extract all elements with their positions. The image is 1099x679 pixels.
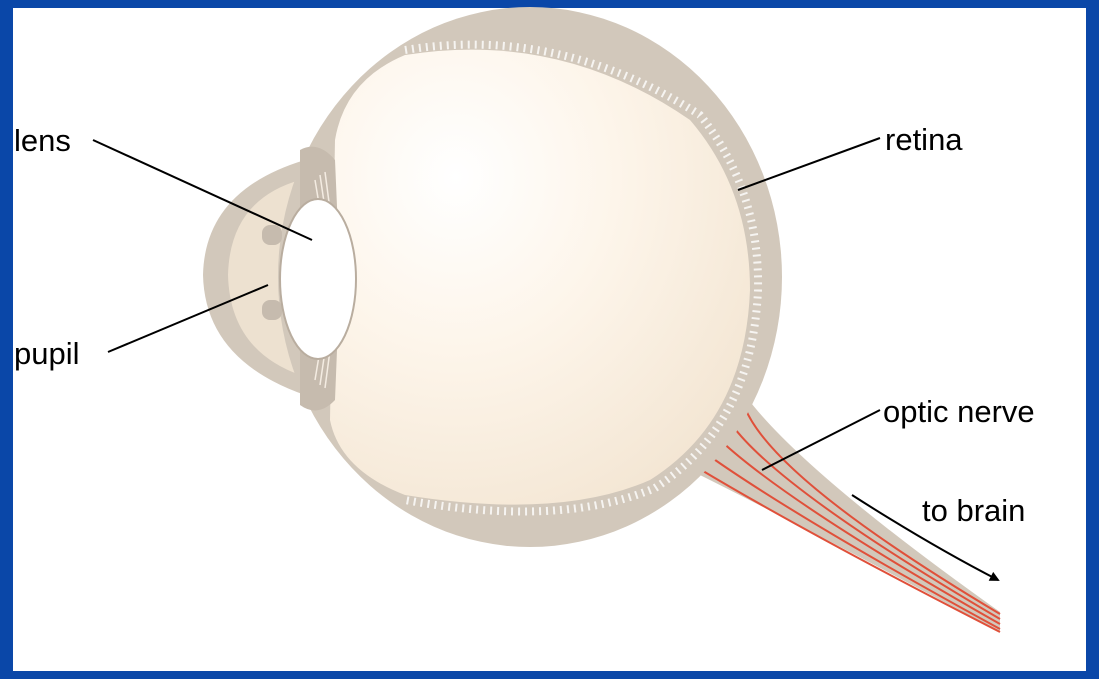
- retina-label: retina: [885, 122, 963, 157]
- optic-nerve-label: optic nerve: [883, 394, 1035, 429]
- lens-label: lens: [14, 123, 71, 158]
- lens: [280, 199, 356, 359]
- retina-leader-line: [738, 138, 880, 190]
- pupil-label: pupil: [14, 336, 80, 371]
- to-brain-label: to brain: [922, 493, 1025, 528]
